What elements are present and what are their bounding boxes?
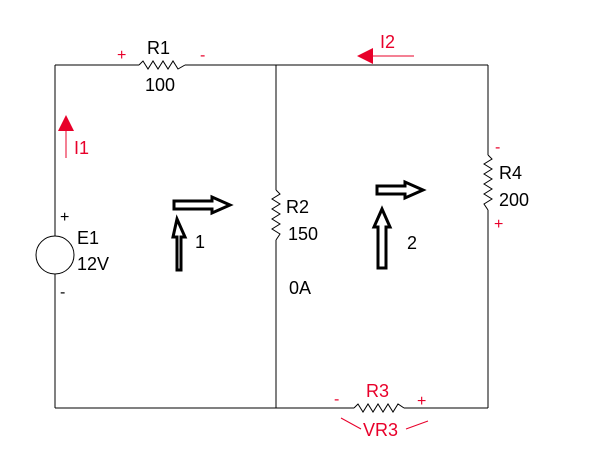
resistor-r2: R2 150 0A: [271, 189, 318, 298]
voltage-source-symbol: [35, 235, 75, 275]
r1-value-label: 100: [145, 75, 175, 95]
i2-arrow-head-icon: [357, 48, 373, 64]
vr3-probe-left-lead: [340, 417, 362, 430]
resistor-r3-symbol: [353, 403, 405, 413]
resistor-r4: R4 200 - +: [483, 139, 529, 233]
resistor-r4-symbol: [483, 154, 493, 211]
r2-name-label: R2: [286, 197, 309, 217]
r3-name-label: R3: [366, 381, 389, 401]
resistor-r1: R1 100 + -: [117, 38, 205, 95]
r3-minus-sign: -: [334, 391, 339, 408]
i1-label: I1: [74, 138, 89, 158]
r1-name-label: R1: [147, 38, 170, 58]
vr3-probe-right-lead: [405, 420, 429, 430]
r4-minus-sign: -: [495, 139, 500, 156]
mesh-loop-1: 1: [171, 194, 234, 272]
r1-plus-sign: +: [117, 47, 126, 64]
loop2-up-arrow-icon: [371, 205, 393, 270]
resistor-r2-symbol: [271, 189, 281, 241]
e1-minus-sign: -: [60, 284, 65, 301]
r3-plus-sign: +: [417, 393, 426, 410]
loop1-right-arrow-icon: [172, 194, 234, 216]
current-i1: I1: [58, 115, 89, 158]
e1-name-label: E1: [77, 228, 99, 248]
r4-name-label: R4: [499, 163, 522, 183]
current-i2: I2: [357, 32, 414, 64]
r2-value-label: 150: [288, 224, 318, 244]
loop2-label: 2: [407, 233, 417, 253]
i1-arrow-head-icon: [58, 115, 74, 131]
e1-value-label: 12V: [77, 254, 109, 274]
loop1-label: 1: [195, 232, 205, 252]
loop2-right-arrow-icon: [375, 179, 427, 201]
wires: [54, 64, 489, 409]
loop1-up-arrow-icon: [171, 214, 188, 272]
voltage-source-e1: + - E1 12V: [35, 209, 109, 301]
vr3-probe-label: VR3: [363, 420, 398, 440]
resistor-r3: R3 - + VR3: [334, 381, 429, 440]
e1-plus-sign: +: [60, 209, 69, 226]
r4-value-label: 200: [499, 190, 529, 210]
r1-minus-sign: -: [200, 47, 205, 64]
r2-current-label: 0A: [289, 278, 311, 298]
mesh-loop-2: 2: [371, 179, 427, 270]
r4-plus-sign: +: [494, 216, 503, 233]
i2-label: I2: [380, 32, 395, 52]
resistor-r1-symbol: [138, 60, 186, 70]
